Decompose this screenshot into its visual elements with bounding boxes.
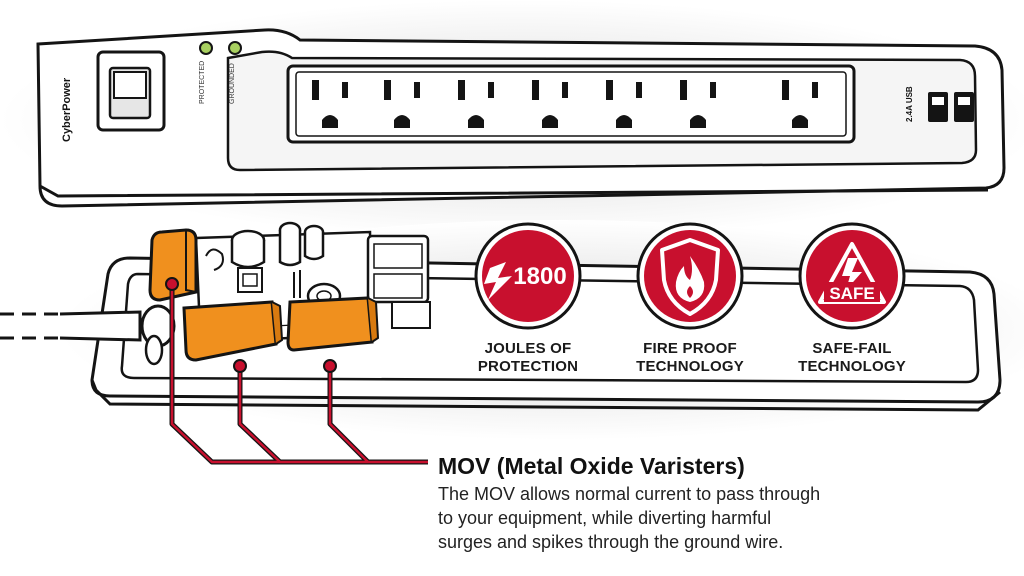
fire-shield-icon — [636, 222, 744, 330]
power-switch[interactable] — [96, 50, 166, 132]
feature-fire-proof: FIRE PROOF TECHNOLOGY — [615, 340, 765, 376]
ac-outlet-icon[interactable] — [312, 80, 348, 128]
ac-outlet-icon[interactable] — [458, 80, 494, 128]
mov-callout-line: The MOV allows normal current to pass th… — [438, 484, 821, 504]
feature-safe-fail-line2: TECHNOLOGY — [798, 358, 906, 375]
mov-callout-lines-red — [170, 284, 428, 464]
feature-safe-fail: SAFE-FAIL TECHNOLOGY — [777, 340, 927, 376]
mov-connector-dots — [165, 277, 337, 373]
grounded-light-icon — [228, 41, 242, 55]
mov-components — [148, 228, 380, 362]
mov-callout: MOV (Metal Oxide Varisters) The MOV allo… — [438, 452, 998, 554]
feature-safe-fail-line1: SAFE-FAIL — [812, 340, 892, 357]
ac-outlet-icon[interactable] — [782, 80, 818, 128]
usb-port-icon[interactable] — [928, 92, 948, 122]
usb-port-icon[interactable] — [954, 92, 974, 122]
ac-outlet-icon[interactable] — [532, 80, 568, 128]
outlet-panel — [286, 64, 856, 144]
joules-badge-text: 1800 — [513, 263, 566, 290]
mov-block-2 — [182, 300, 278, 362]
mov-callout-title: MOV (Metal Oxide Varisters) — [438, 453, 745, 479]
feature-fire-proof-line2: TECHNOLOGY — [636, 358, 744, 375]
mov-block-3 — [286, 296, 374, 352]
mov-callout-line: surges and spikes through the ground wir… — [438, 532, 784, 552]
protected-light-icon — [199, 41, 213, 55]
indicator-lights: PROTECTED GROUNDED — [199, 41, 242, 104]
ac-outlet-icon[interactable] — [606, 80, 642, 128]
joules-icon: 1800 — [474, 222, 582, 330]
ac-outlet-icon[interactable] — [680, 80, 716, 128]
usb-label: 2.4A USB — [905, 86, 914, 122]
safe-fail-icon: SAFE — [798, 222, 906, 330]
relay-block — [366, 234, 430, 304]
protected-label: PROTECTED — [199, 61, 206, 104]
ac-outlet-icon[interactable] — [384, 80, 420, 128]
grounded-label: GROUNDED — [229, 63, 236, 104]
mov-callout-description: The MOV allows normal current to pass th… — [438, 482, 998, 554]
feature-fire-proof-line1: FIRE PROOF — [643, 340, 737, 357]
feature-joules: JOULES OF PROTECTION — [453, 340, 603, 376]
outlet-row — [312, 80, 818, 128]
brand-logo: CyberPower — [61, 77, 73, 142]
mov-block-1 — [148, 228, 198, 302]
mov-callout-line: to your equipment, while diverting harmf… — [438, 508, 772, 528]
usb-ports: 2.4A USB — [905, 86, 974, 122]
safe-badge-text: SAFE — [829, 284, 874, 303]
feature-joules-line1: JOULES OF — [484, 340, 572, 357]
feature-joules-line2: PROTECTION — [477, 358, 579, 375]
